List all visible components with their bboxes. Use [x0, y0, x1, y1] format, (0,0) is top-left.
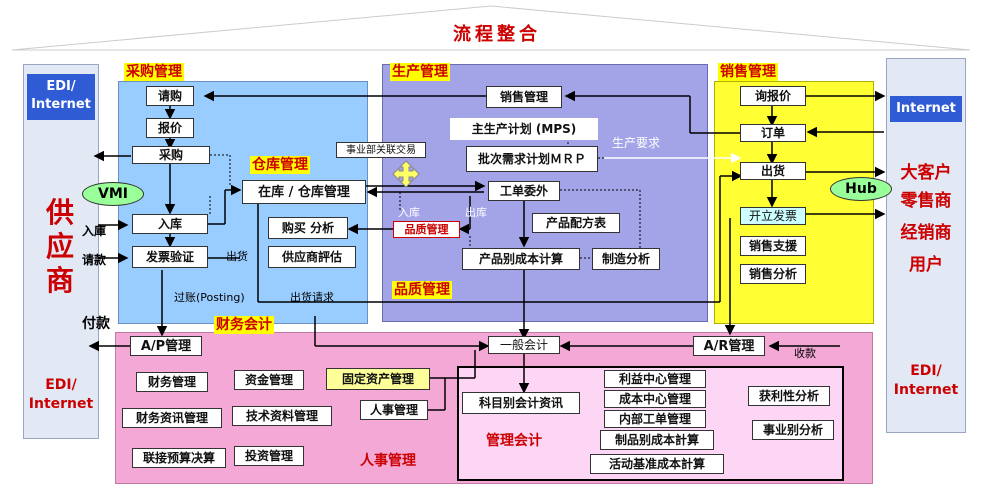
page-title: 流程整合: [453, 24, 541, 45]
box-bu-analysis[interactable]: 事业别分析: [752, 420, 834, 440]
box-quote[interactable]: 报价: [146, 118, 194, 138]
box-sales-analysis[interactable]: 销售分析: [740, 264, 806, 284]
box-abc[interactable]: 活动基准成本計算: [590, 454, 724, 474]
supplier-char-2: 应: [45, 230, 74, 263]
box-product-cost-mgmt[interactable]: 制品别成本計算: [600, 430, 714, 450]
edi-right-line1: EDI/: [910, 363, 942, 379]
quality-title: 品质管理: [392, 281, 452, 299]
box-fin-mgmt[interactable]: 财务管理: [136, 372, 208, 392]
edi-right-line2: Internet: [893, 382, 959, 398]
hub-oval: Hub: [830, 177, 892, 201]
box-work-order[interactable]: 工单委外: [488, 181, 560, 201]
box-investment[interactable]: 投资管理: [234, 446, 304, 466]
box-inquiry[interactable]: 询报价: [740, 86, 806, 106]
box-tech-data[interactable]: 技术资料管理: [232, 406, 332, 426]
hr-title: 人事管理: [360, 453, 416, 469]
supplier-char-3: 商: [45, 264, 74, 297]
purchase-title: 采购管理: [124, 63, 184, 81]
box-ap[interactable]: A/P管理: [130, 336, 202, 356]
label-in-stock: 入库: [398, 206, 420, 219]
label-ship-request: 出货请求: [290, 291, 334, 304]
box-request[interactable]: 请购: [146, 86, 194, 106]
edi-top-line1: EDI/: [46, 79, 76, 94]
box-buy[interactable]: 采购: [132, 146, 210, 164]
box-mps[interactable]: 主生产计划 (MPS): [450, 118, 598, 140]
box-buy-analysis[interactable]: 购买 分析: [268, 217, 348, 239]
edi-internet-bottom: EDI/ Internet: [26, 376, 96, 414]
box-sales-mgmt[interactable]: 销售管理: [486, 86, 562, 108]
box-invoice[interactable]: 开立发票: [740, 207, 806, 225]
production-title: 生产管理: [390, 63, 450, 81]
edi-internet-top: EDI/ Internet: [27, 74, 95, 120]
customer-big: 大客户: [900, 163, 952, 183]
box-account-info[interactable]: 科目别会计资讯: [462, 392, 580, 414]
label-production-req: 生产要求: [612, 136, 661, 150]
box-fixed-asset[interactable]: 固定资产管理: [326, 368, 430, 390]
box-supplier-eval[interactable]: 供应商評估: [268, 246, 356, 268]
box-internal-wo[interactable]: 内部工单管理: [604, 410, 706, 428]
left-column-panel: [23, 64, 99, 439]
label-pay: 付款: [82, 316, 110, 332]
box-invoice-verify[interactable]: 发票验证: [132, 246, 208, 268]
box-stock-in[interactable]: 入库: [132, 214, 208, 234]
customer-dealer: 经销商: [900, 223, 952, 243]
box-inventory[interactable]: 在库 / 仓库管理: [242, 180, 366, 204]
internet-box: Internet: [890, 96, 962, 122]
box-profit-center[interactable]: 利益中心管理: [604, 370, 706, 388]
box-order[interactable]: 订单: [740, 124, 806, 142]
label-stock-in-side: 入庫: [82, 224, 107, 238]
edi-top-line2: Internet: [31, 97, 91, 112]
box-cost-center[interactable]: 成本中心管理: [604, 390, 706, 408]
box-profit-analysis[interactable]: 获利性分析: [748, 386, 830, 406]
box-shipment[interactable]: 出货: [740, 162, 806, 180]
box-ar[interactable]: A/R管理: [693, 336, 765, 356]
box-product-cost[interactable]: 产品别成本计算: [462, 248, 580, 270]
box-quality[interactable]: 品质管理: [393, 221, 460, 238]
supplier-char-1: 供: [45, 196, 74, 229]
box-hr[interactable]: 人事管理: [360, 400, 428, 420]
label-request-pay: 请款: [82, 253, 107, 267]
finance-title: 财务会计: [214, 316, 274, 334]
customer-retail: 零售商: [900, 191, 952, 211]
box-mrp[interactable]: 批次需求计划ＭＲＰ: [466, 146, 598, 172]
mgmt-accounting-title: 管理会计: [486, 433, 542, 449]
box-fin-info[interactable]: 财务资讯管理: [122, 408, 222, 428]
label-out-stock: 出库: [465, 206, 487, 219]
vmi-oval: VMI: [82, 182, 144, 206]
label-ship-out: 出货: [226, 250, 248, 263]
box-product-formula[interactable]: 产品配方表: [532, 213, 620, 233]
label-receive-payment: 收款: [794, 347, 816, 360]
box-sales-support[interactable]: 销售支援: [740, 236, 806, 256]
supplier-label: 供 应 商: [40, 196, 80, 298]
edi-bottom-line2: Internet: [28, 396, 94, 412]
edi-internet-right: EDI/ Internet: [888, 362, 964, 400]
box-bu-trade[interactable]: 事业部关联交易: [336, 142, 426, 158]
sales-title: 销售管理: [718, 63, 778, 81]
customer-user: 用户: [909, 255, 943, 275]
edi-bottom-line1: EDI/: [45, 377, 77, 393]
box-fund-mgmt[interactable]: 资金管理: [234, 370, 304, 390]
box-mfg-analysis[interactable]: 制造分析: [592, 248, 660, 270]
label-posting: 过账(Posting): [174, 291, 245, 304]
box-general-ledger[interactable]: 一般会计: [488, 336, 560, 354]
customer-list: 大客户 零售商 经销商 用户: [888, 160, 964, 296]
box-budget[interactable]: 联接预算决算: [132, 448, 226, 468]
warehouse-title: 仓库管理: [250, 156, 310, 174]
